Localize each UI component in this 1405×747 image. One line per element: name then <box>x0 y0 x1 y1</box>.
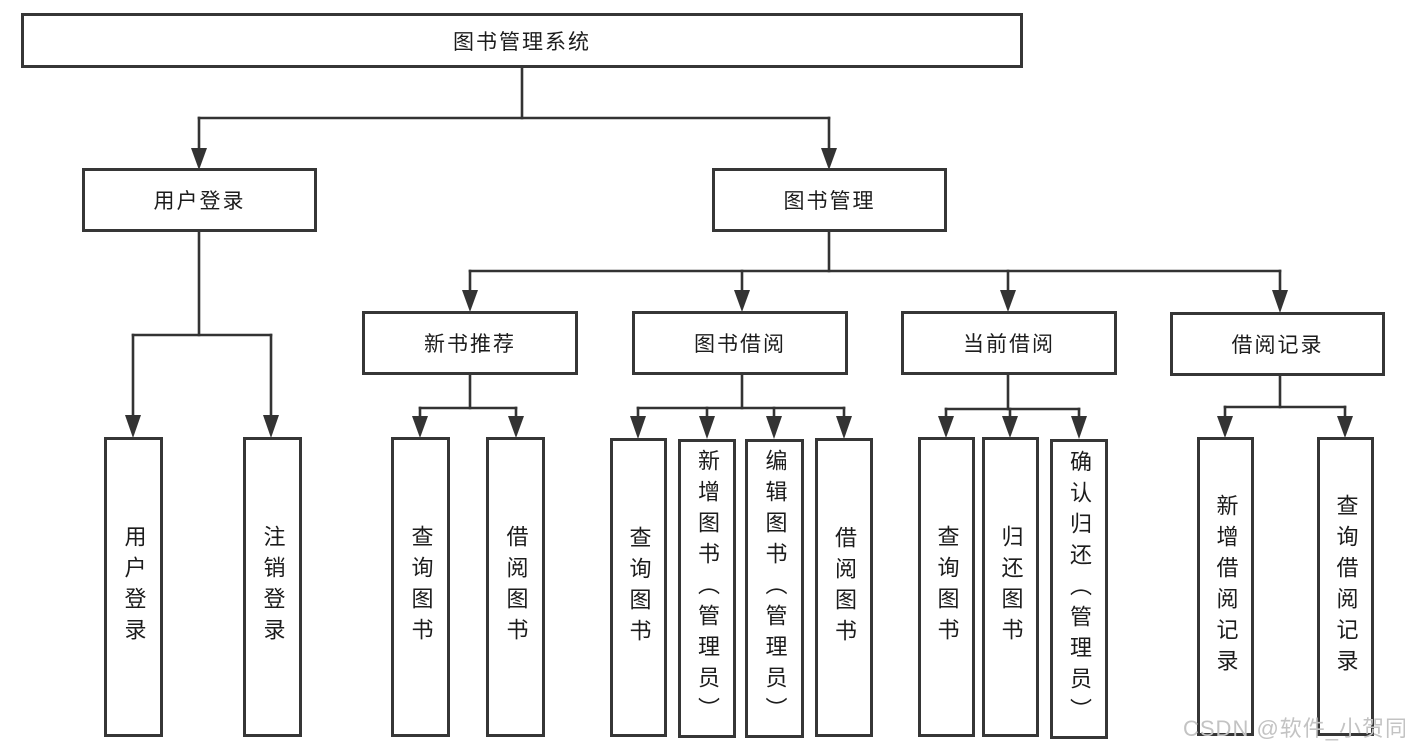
node-new-book-recommendation-label: 新书推荐 <box>424 333 516 356</box>
leaf-cb-confirm-return-admin-label: 确认归还（管理员） <box>1067 449 1092 729</box>
leaf-br-query-record-label: 查询借阅记录 <box>1333 493 1359 680</box>
node-book-borrowing-label: 图书借阅 <box>694 333 786 356</box>
leaf-nb-query-books: 查询图书 <box>391 437 450 737</box>
leaf-logout: 注销登录 <box>243 437 302 737</box>
leaf-cb-query-books: 查询图书 <box>918 437 975 737</box>
leaf-nb-query-books-label: 查询图书 <box>408 525 434 649</box>
leaf-cb-confirm-return-admin: 确认归还（管理员） <box>1050 439 1108 739</box>
node-current-borrowing-label: 当前借阅 <box>963 333 1055 356</box>
node-book-borrowing: 图书借阅 <box>632 311 848 375</box>
leaf-br-add-record-label: 新增借阅记录 <box>1213 493 1239 680</box>
leaf-logout-label: 注销登录 <box>260 525 286 649</box>
leaf-bb-add-books-admin-label: 新增图书（管理员） <box>695 449 720 728</box>
leaf-cb-return-books-label: 归还图书 <box>998 525 1024 649</box>
node-book-management-label: 图书管理 <box>783 190 876 213</box>
node-book-management: 图书管理 <box>712 168 947 232</box>
leaf-bb-add-books-admin: 新增图书（管理员） <box>678 439 736 738</box>
leaf-user-login-label: 用户登录 <box>121 525 147 649</box>
leaf-cb-query-books-label: 查询图书 <box>934 525 960 649</box>
leaf-bb-borrow-books-label: 借阅图书 <box>832 525 857 650</box>
leaf-cb-return-books: 归还图书 <box>982 437 1039 737</box>
node-current-borrowing: 当前借阅 <box>901 311 1117 375</box>
csdn-watermark: CSDN @软件_小贺同学 <box>1183 716 1405 741</box>
leaf-br-query-record: 查询借阅记录 <box>1317 437 1374 736</box>
node-borrowing-records: 借阅记录 <box>1170 312 1385 376</box>
leaf-user-login: 用户登录 <box>104 437 163 737</box>
node-root-system: 图书管理系统 <box>21 13 1023 68</box>
node-user-login-label: 用户登录 <box>153 190 246 213</box>
node-new-book-recommendation: 新书推荐 <box>362 311 578 375</box>
leaf-bb-edit-books-admin-label: 编辑图书（管理员） <box>762 449 788 728</box>
leaf-nb-borrow-books-label: 借阅图书 <box>503 525 529 649</box>
leaf-br-add-record: 新增借阅记录 <box>1197 437 1254 736</box>
leaf-bb-query-books-label: 查询图书 <box>626 525 652 650</box>
node-user-login: 用户登录 <box>82 168 317 232</box>
node-root-label: 图书管理系统 <box>453 30 591 54</box>
leaf-bb-borrow-books: 借阅图书 <box>815 438 873 737</box>
node-borrowing-records-label: 借阅记录 <box>1231 334 1324 357</box>
leaf-nb-borrow-books: 借阅图书 <box>486 437 545 737</box>
leaf-bb-query-books: 查询图书 <box>610 438 667 737</box>
leaf-bb-edit-books-admin: 编辑图书（管理员） <box>745 439 804 738</box>
